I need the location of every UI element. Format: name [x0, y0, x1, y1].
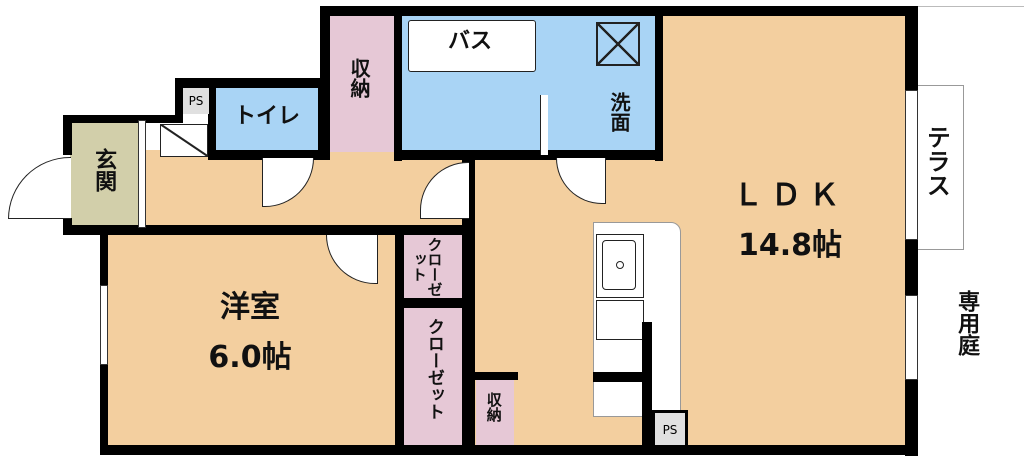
wall	[63, 225, 475, 235]
window	[100, 285, 108, 365]
wall	[395, 298, 465, 308]
bath-label: バス	[447, 29, 492, 54]
western-room-size: 6.0帖	[208, 340, 292, 375]
step-line	[138, 120, 146, 228]
private-garden-label: 専用庭	[954, 290, 980, 356]
wall	[462, 160, 475, 455]
wall	[320, 6, 918, 16]
window	[905, 90, 918, 240]
wall	[175, 78, 330, 88]
closet-large-floor	[403, 308, 465, 448]
terrace-label: テラス	[922, 125, 951, 197]
closet-small-label: クローゼット	[409, 237, 444, 297]
closet-small-floor	[403, 232, 465, 300]
toilet-floor	[215, 88, 325, 150]
wall	[655, 6, 663, 161]
ldk-name: ＬＤＫ	[733, 178, 847, 213]
terrace	[918, 85, 964, 250]
storage-top-floor	[328, 15, 396, 152]
wall	[470, 372, 518, 380]
washer-icon	[596, 22, 640, 66]
ldk-size: 14.8帖	[737, 228, 843, 263]
entrance-label: 玄関	[91, 148, 117, 192]
toilet-label: トイレ	[233, 104, 300, 129]
wall	[394, 6, 402, 161]
wall	[593, 372, 643, 382]
wall	[100, 445, 918, 455]
entrance-door[interactable]	[8, 157, 71, 219]
bathtub	[408, 20, 536, 72]
entrance-floor	[70, 120, 140, 228]
bath-door[interactable]	[540, 95, 548, 155]
wall	[320, 6, 330, 88]
closet-large-label: クローゼット	[423, 318, 444, 420]
storage-bottom-floor	[476, 378, 514, 448]
ps-top-label: PS	[188, 94, 204, 108]
storage-bottom-label: 収納	[484, 392, 503, 422]
window	[905, 295, 918, 380]
wall	[395, 225, 404, 455]
ps-bottom-label: PS	[662, 423, 678, 437]
ps-top: PS	[183, 88, 209, 114]
washroom-label: 洗面	[607, 92, 631, 132]
wall	[394, 150, 662, 160]
ps-bottom: PS	[652, 410, 688, 448]
wall	[175, 78, 183, 123]
wall	[63, 115, 72, 155]
sink-icon	[596, 234, 644, 298]
wall	[208, 88, 216, 158]
wall	[642, 322, 652, 452]
wall	[63, 115, 183, 123]
storage-top-label: 収納	[347, 58, 371, 98]
western-room-name: 洋室	[220, 290, 280, 325]
wall	[208, 150, 328, 160]
shoe-cabinet	[160, 124, 208, 157]
wall	[318, 88, 330, 160]
stove-area	[596, 300, 644, 340]
boundary-line	[918, 6, 1024, 7]
